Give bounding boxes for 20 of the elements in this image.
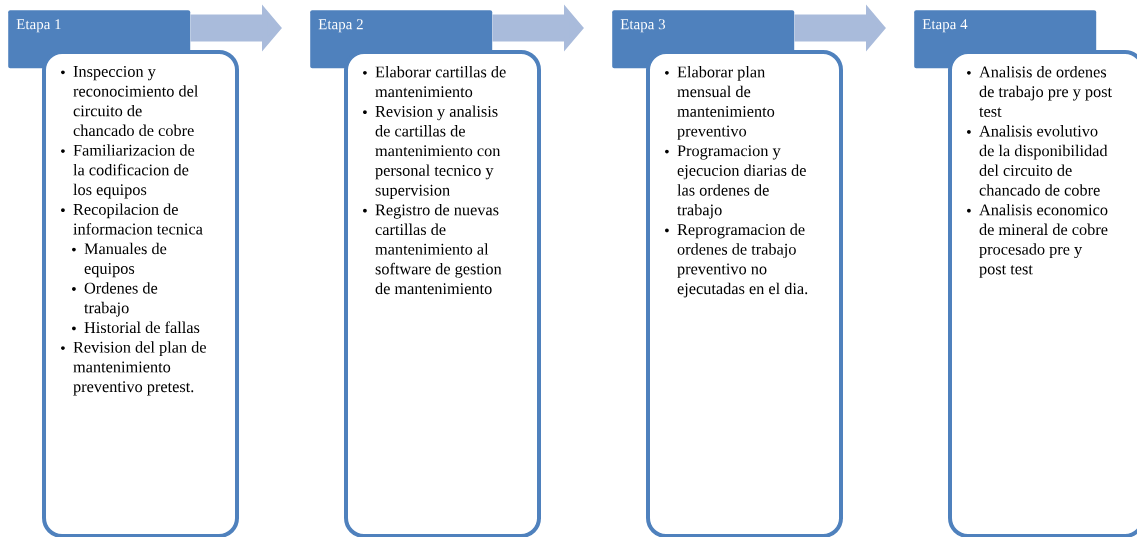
bullet-item: Registro de nuevas cartillas de mantenimiento al software de gestion de mantenimiento (363, 203, 502, 295)
bullet-item: Manuales de equipos (72, 242, 167, 278)
bullet-item: Inspeccion y reconocimiento del circuito de chancado de cobre (61, 66, 199, 137)
bullet-item: Recopilacion de informacion tecnica (61, 203, 203, 235)
bullet-item: Revision y analisis de cartillas de mantenimiento con personal tecnico y supervision (363, 105, 501, 199)
bullet-item: Elaborar plan mensual de mantenimiento preventivo (665, 66, 775, 140)
bullet-item: Ordenes de trabajo (72, 282, 158, 317)
bullet-item: Familiarizacion de la codificacion de los equipos (61, 144, 195, 199)
bullet-item: Analisis de ordenes de trabajo pre y post test (967, 66, 1112, 117)
bullet-item: Analisis evolutivo de la disponibilidad del circuito de chancado de cobre (967, 125, 1108, 196)
bullet-item: Elaborar cartillas de mantenimiento (363, 66, 506, 98)
list-box (42, 50, 239, 537)
list-box (646, 50, 843, 537)
bullet-item: Reprogramacion de ordenes de trabajo preventivo no ejecutadas en el dia. (665, 223, 808, 298)
bullet-item: Historial de fallas (72, 321, 200, 334)
bullet-item: Revision del plan de mantenimiento preventivo pretest. (61, 341, 206, 396)
list-box (344, 50, 541, 537)
bullet-item: Analisis economico de mineral de cobre procesado pre y post test (967, 203, 1108, 278)
list-box (948, 50, 1137, 537)
bullet-item: Programacion y ejecucion diarias de las ordenes de trabajo (665, 145, 806, 219)
